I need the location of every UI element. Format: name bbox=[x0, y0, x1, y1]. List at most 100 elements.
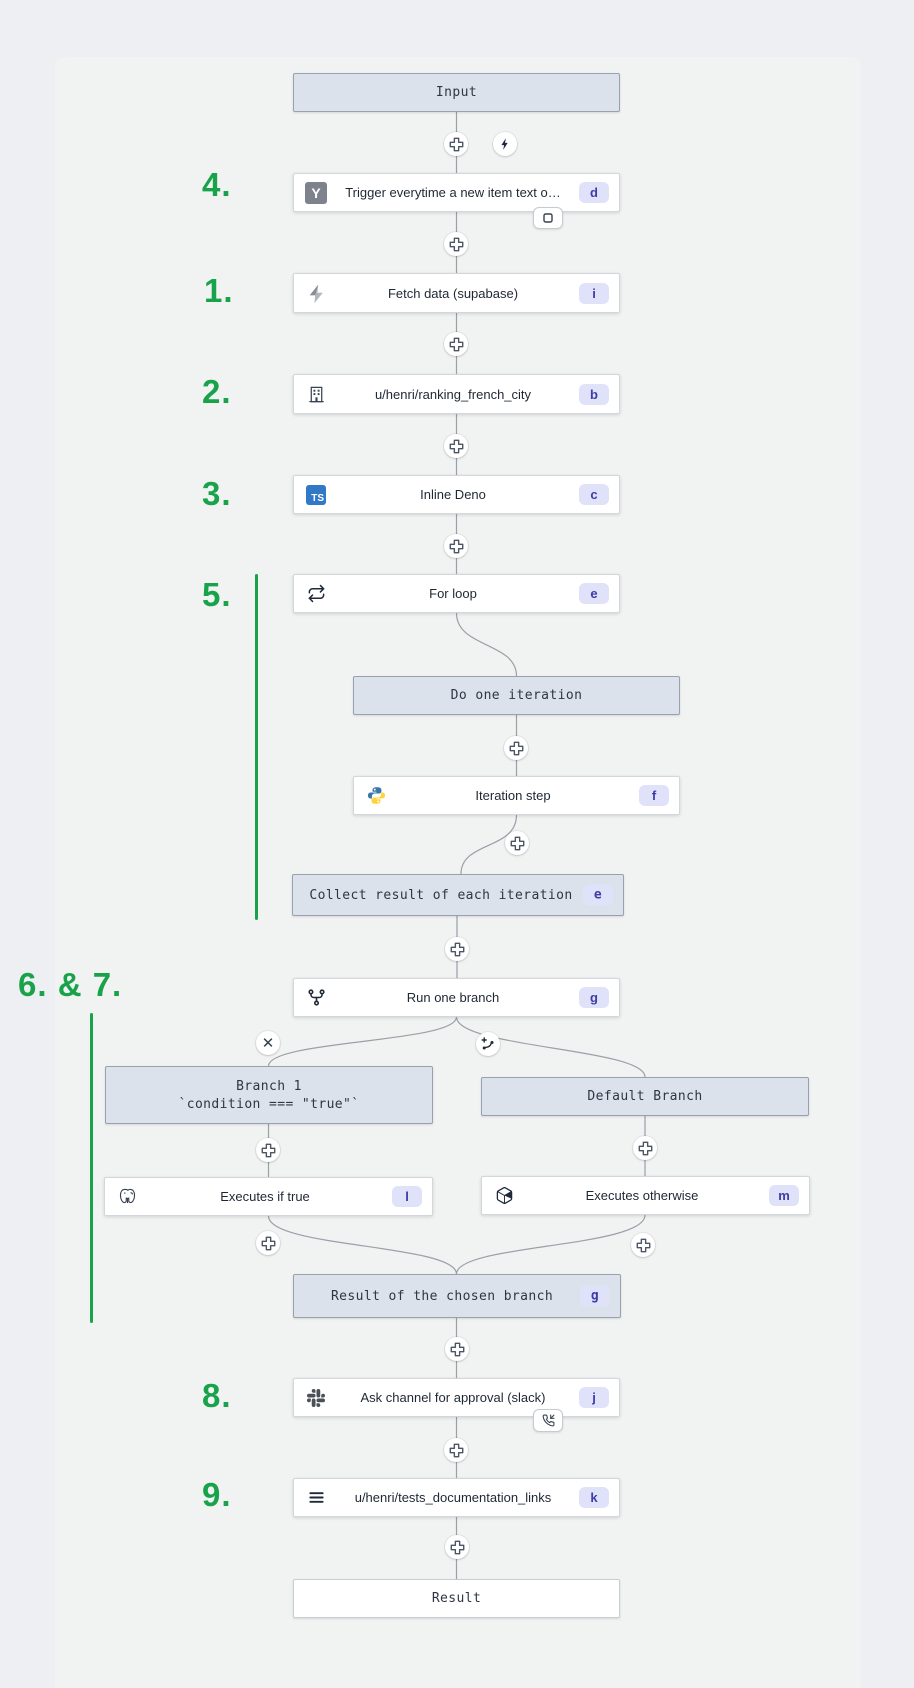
node-trigger-badge: d bbox=[579, 182, 609, 203]
node-run-one-branch-badge: g bbox=[579, 987, 609, 1008]
node-inline-deno-badge: c bbox=[579, 484, 609, 505]
node-ranking-french-city-label: u/henri/ranking_french_city bbox=[374, 386, 532, 402]
node-do-one-iteration[interactable]: Do one iteration bbox=[353, 676, 680, 715]
phone-incoming-icon bbox=[542, 1414, 554, 1427]
python-icon bbox=[365, 785, 387, 807]
suspend-approval-button[interactable] bbox=[533, 1409, 563, 1432]
annotation-8: 8. bbox=[202, 1377, 232, 1414]
add-step-button[interactable] bbox=[256, 1231, 280, 1255]
node-executes-otherwise-badge: m bbox=[769, 1185, 799, 1206]
stop-square-icon bbox=[543, 213, 553, 223]
lightning-icon bbox=[501, 138, 508, 150]
add-step-button[interactable] bbox=[633, 1136, 657, 1160]
add-step-button[interactable] bbox=[256, 1138, 280, 1162]
remove-branch-button[interactable]: ✕ bbox=[256, 1031, 280, 1055]
plus-icon bbox=[449, 1443, 463, 1457]
add-branch-icon bbox=[481, 1037, 494, 1050]
node-fetch-data-badge: i bbox=[579, 282, 609, 304]
early-stop-button[interactable] bbox=[533, 207, 563, 229]
repeat-icon bbox=[305, 583, 327, 605]
node-collect-result-label: Collect result of each iteration bbox=[309, 887, 573, 903]
node-executes-otherwise[interactable]: Executes otherwise m bbox=[481, 1176, 810, 1215]
node-ranking-french-city-badge: b bbox=[579, 383, 609, 405]
node-tests-documentation-links-badge: k bbox=[579, 1487, 609, 1508]
node-iteration-step-label: Iteration step bbox=[475, 788, 551, 803]
node-for-loop-badge: e bbox=[579, 583, 609, 604]
add-step-button[interactable] bbox=[505, 831, 529, 855]
node-iteration-step[interactable]: Iteration step f bbox=[353, 776, 680, 815]
node-inline-deno[interactable]: TS Inline Deno c bbox=[293, 475, 620, 514]
node-collect-result[interactable]: Collect result of each iteration e bbox=[292, 874, 624, 916]
node-result-chosen-branch[interactable]: Result of the chosen branch g bbox=[293, 1274, 621, 1318]
node-collect-result-badge: e bbox=[583, 884, 613, 906]
annotation-9: 9. bbox=[202, 1476, 232, 1513]
node-branch-1-title: Branch 1 bbox=[236, 1078, 302, 1094]
node-executes-if-true[interactable]: Executes if true l bbox=[104, 1177, 433, 1216]
node-for-loop[interactable]: For loop e bbox=[293, 574, 620, 613]
plus-icon bbox=[450, 1342, 464, 1356]
annotation-3: 3. bbox=[202, 475, 232, 512]
node-input-label: Input bbox=[435, 85, 478, 100]
node-iteration-step-badge: f bbox=[639, 785, 669, 806]
plus-icon bbox=[638, 1141, 652, 1155]
plus-icon bbox=[449, 439, 463, 453]
annotation-line-6-7 bbox=[90, 1013, 93, 1323]
plus-icon bbox=[510, 836, 524, 850]
node-ask-approval-badge: j bbox=[579, 1387, 609, 1408]
node-ask-approval-label: Ask channel for approval (slack) bbox=[360, 1390, 546, 1405]
typescript-icon: TS bbox=[305, 484, 327, 506]
plus-icon bbox=[449, 539, 463, 553]
add-step-button[interactable] bbox=[444, 434, 468, 458]
hackernews-icon: Y bbox=[305, 181, 327, 204]
git-fork-icon bbox=[305, 987, 327, 1009]
node-ranking-french-city[interactable]: u/henri/ranking_french_city b bbox=[293, 374, 620, 414]
node-executes-if-true-label: Executes if true bbox=[220, 1189, 310, 1204]
add-step-button[interactable] bbox=[444, 332, 468, 356]
node-tests-documentation-links[interactable]: u/henri/tests_documentation_links k bbox=[293, 1478, 620, 1517]
add-step-button[interactable] bbox=[444, 132, 468, 156]
package-icon bbox=[493, 1185, 515, 1207]
annotation-5: 5. bbox=[202, 576, 232, 613]
node-default-branch[interactable]: Default Branch bbox=[481, 1077, 809, 1116]
annotation-4: 4. bbox=[202, 166, 232, 203]
plus-icon bbox=[509, 741, 523, 755]
plus-icon bbox=[636, 1238, 650, 1252]
node-trigger-label: Trigger everytime a new item text o… bbox=[345, 185, 561, 200]
annotation-1: 1. bbox=[204, 272, 234, 309]
node-default-branch-label: Default Branch bbox=[587, 1089, 703, 1104]
node-run-one-branch[interactable]: Run one branch g bbox=[293, 978, 620, 1017]
postgresql-icon bbox=[116, 1186, 138, 1208]
add-branch-button[interactable] bbox=[476, 1032, 500, 1056]
plus-icon bbox=[261, 1236, 275, 1250]
plus-icon bbox=[449, 137, 463, 151]
node-fetch-data-label: Fetch data (supabase) bbox=[387, 285, 519, 301]
add-step-button[interactable] bbox=[444, 232, 468, 256]
plus-icon bbox=[261, 1143, 275, 1157]
node-branch-1[interactable]: Branch 1 `condition === "true"` bbox=[105, 1066, 433, 1124]
node-result[interactable]: Result bbox=[293, 1579, 620, 1618]
node-input[interactable]: Input bbox=[293, 73, 620, 112]
menu-icon bbox=[305, 1487, 327, 1509]
node-for-loop-label: For loop bbox=[429, 586, 477, 601]
node-fetch-data[interactable]: Fetch data (supabase) i bbox=[293, 273, 620, 313]
trigger-button[interactable] bbox=[493, 132, 517, 156]
plus-icon bbox=[449, 237, 463, 251]
plus-icon bbox=[449, 337, 463, 351]
node-do-one-iteration-label: Do one iteration bbox=[450, 688, 583, 703]
add-step-button[interactable] bbox=[445, 1337, 469, 1361]
add-step-button[interactable] bbox=[445, 1535, 469, 1559]
slack-icon bbox=[305, 1387, 327, 1409]
add-step-button[interactable] bbox=[631, 1233, 655, 1257]
add-step-button[interactable] bbox=[504, 736, 528, 760]
node-trigger[interactable]: Y Trigger everytime a new item text o… d bbox=[293, 173, 620, 212]
node-ask-approval[interactable]: Ask channel for approval (slack) j bbox=[293, 1378, 620, 1417]
node-executes-if-true-badge: l bbox=[392, 1186, 422, 1207]
add-step-button[interactable] bbox=[445, 937, 469, 961]
annotation-6-7: 6. & 7. bbox=[18, 966, 123, 1003]
add-step-button[interactable] bbox=[444, 534, 468, 558]
add-step-button[interactable] bbox=[444, 1438, 468, 1462]
node-result-chosen-branch-badge: g bbox=[580, 1285, 610, 1307]
annotation-line-5 bbox=[255, 574, 258, 920]
